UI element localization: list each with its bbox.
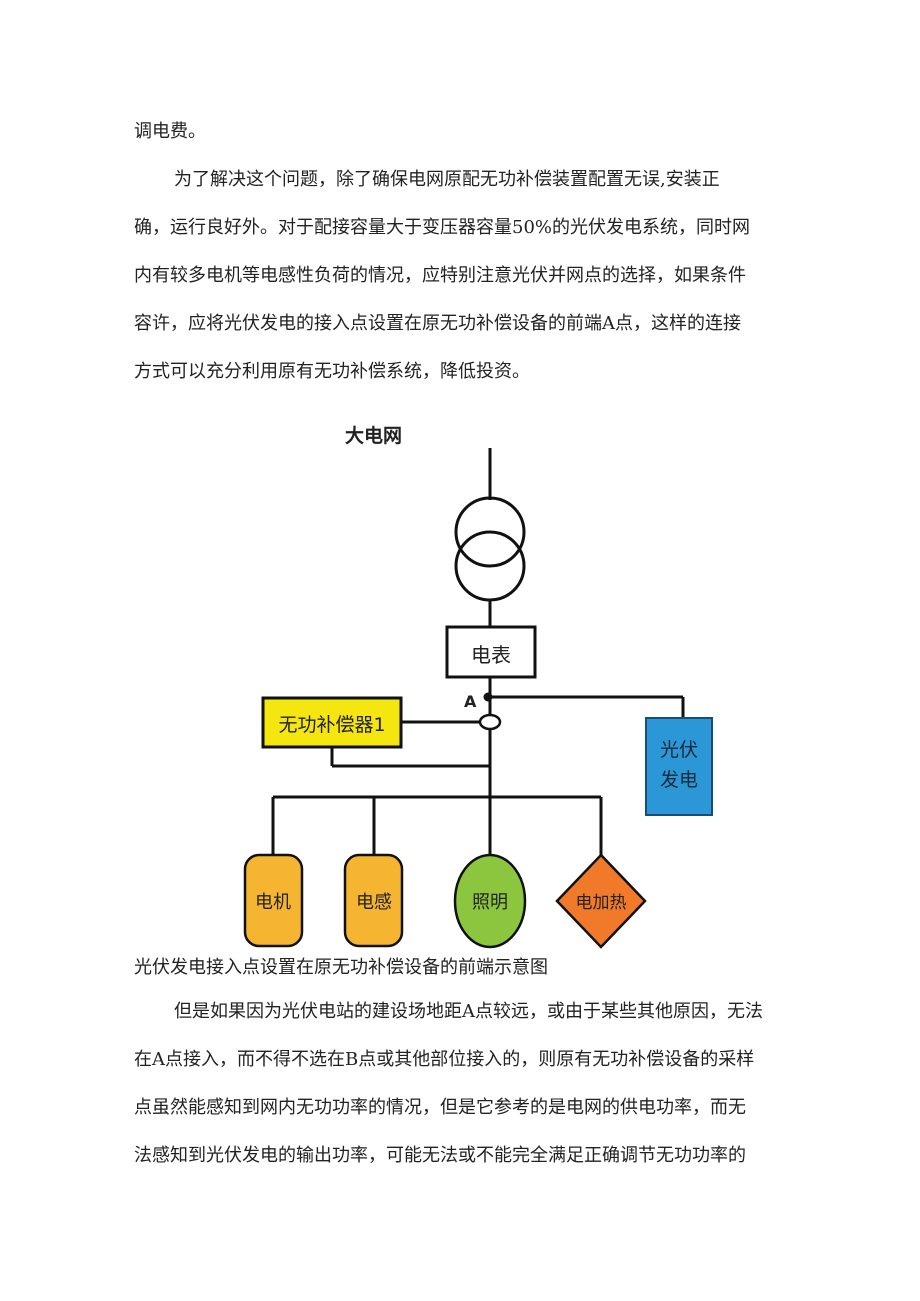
- meter-box: [445, 625, 537, 679]
- paragraph-line: 容许，应将光伏发电的接入点设置在原无功补偿设备的前端A点，这样的连接: [134, 313, 741, 334]
- pv-generation-box: [645, 717, 713, 816]
- point-a-dot: [483, 692, 493, 702]
- motor-load: [243, 853, 304, 948]
- paragraph-line: 为了解决这个问题，除了确保电网原配无功补偿装置配置无误,安装正: [174, 169, 720, 190]
- motor-label: 电机: [255, 892, 291, 913]
- heater-load: [555, 853, 647, 949]
- grid-connection-diagram: 大电网 电表 A 光伏 发电 无功补偿器1 电机 电感 照明 电加热: [243, 424, 713, 949]
- paragraph-line: 点虽然能感知到网内无功功率的情况，但是它参考的是电网的供电功率，而无: [134, 1097, 746, 1118]
- paragraph-line: 在A点接入，而不得不选在B点或其他部位接入的，则原有无功补偿设备的采样: [134, 1049, 755, 1070]
- grid-label: 大电网: [345, 424, 402, 447]
- paragraph-line: 但是如果因为光伏电站的建设场地距A点较远，或由于某些其他原因，无法: [174, 1001, 763, 1022]
- sampling-ct-icon: [478, 713, 502, 731]
- meter-label: 电表: [471, 643, 511, 667]
- paragraph-block-bottom: 但是如果因为光伏电站的建设场地距A点较远，或由于某些其他原因，无法 在A点接入，…: [134, 988, 824, 1180]
- lighting-load: [453, 853, 527, 949]
- compensator-label: 无功补偿器1: [278, 714, 385, 736]
- paragraph-line: 法感知到光伏发电的输出功率，可能无法或不能完全满足正确调节无功功率的: [134, 1145, 746, 1166]
- heater-label: 电加热: [576, 893, 627, 913]
- pv-label-line1: 光伏: [660, 739, 698, 761]
- paragraph-line: 内有较多电机等电感性负荷的情况，应特别注意光伏并网点的选择，如果条件: [134, 265, 746, 286]
- inductor-label: 电感: [356, 892, 392, 913]
- diagram-caption: 光伏发电接入点设置在原无功补偿设备的前端示意图: [134, 957, 548, 978]
- lighting-label: 照明: [472, 892, 508, 913]
- pv-label-line2: 发电: [660, 769, 698, 791]
- paragraph-line: 确，运行良好外。对于配接容量大于变压器容量50%的光伏发电系统，同时网: [134, 217, 751, 238]
- paragraph-block-top: 调电费。 为了解决这个问题，除了确保电网原配无功补偿装置配置无误,安装正 确，运…: [134, 108, 824, 396]
- paragraph-line: 方式可以充分利用原有无功补偿系统，降低投资。: [134, 361, 530, 382]
- inductor-load: [343, 853, 404, 948]
- point-a-label: A: [464, 692, 477, 711]
- paragraph-line: 调电费。: [134, 121, 206, 142]
- transformer-icon: [454, 496, 526, 602]
- reactive-compensator-box: [261, 696, 403, 749]
